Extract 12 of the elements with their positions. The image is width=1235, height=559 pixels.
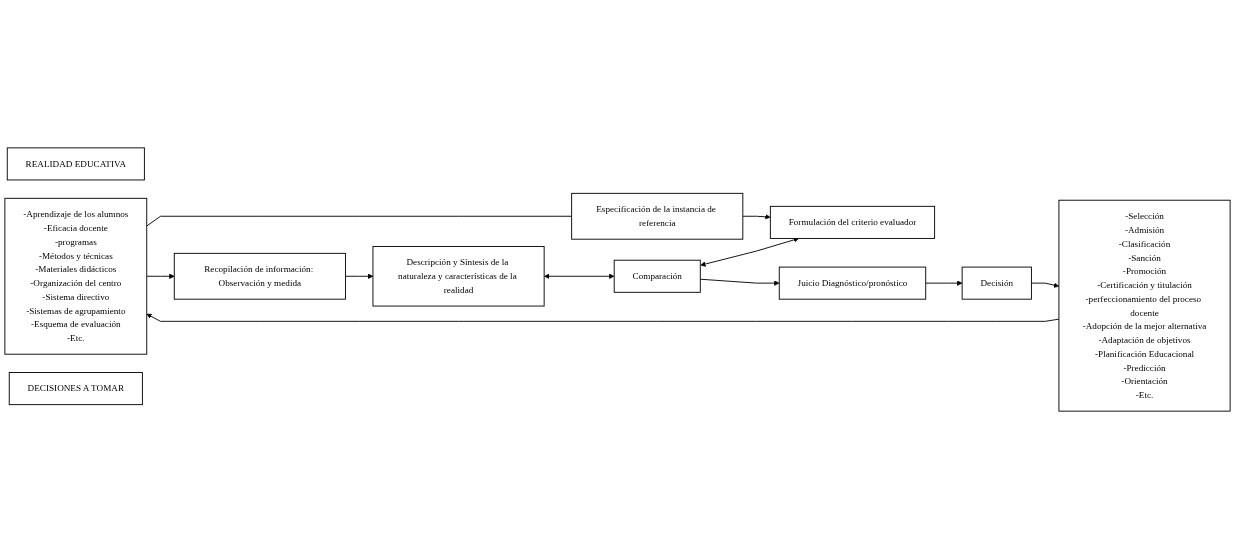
node-box: DECISIONES A TOMAR bbox=[8, 372, 143, 406]
node-box: -Selección -Admisión -Clasificación -Sanción -Promoción -Certificación y titulación -perfeccionamiento del proceso docente -Adopción de la mejor alternativa -Adaptación de objetivos -Planificación Educacional -Predicción -Orientación -Etc. bbox=[1058, 199, 1231, 412]
node-box: Comparación bbox=[613, 259, 701, 293]
connector bbox=[146, 215, 573, 227]
node-box: Descripción y Síntesis de la naturaleza y características de la realidad bbox=[372, 246, 545, 307]
node-box: Recopilación de información: Observación y medida bbox=[173, 252, 346, 300]
node-box: Especificación de la instancia de referencia bbox=[571, 192, 744, 240]
node-box: Juicio Diagnóstico/pronóstico bbox=[778, 266, 927, 300]
node-box: -Aprendizaje de los alumnos -Eficacia docente -programas -Métodos y técnicas -Materiales didácticos -Organización del centro -Sistema directivo -Sistemas de agrupamiento -Esquema de evaluación -Etc. bbox=[4, 197, 148, 355]
node-box: REALIDAD EDUCATIVA bbox=[6, 147, 145, 181]
node-box: Formulación del criterio evaluador bbox=[769, 205, 936, 239]
node-box: Decisión bbox=[961, 266, 1032, 300]
